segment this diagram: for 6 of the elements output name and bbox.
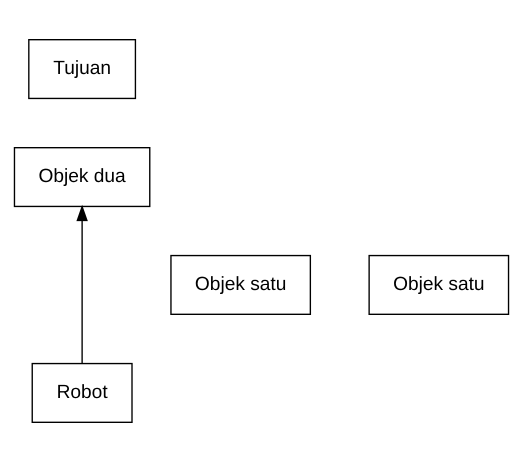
node-box: Robot: [31, 362, 132, 423]
node-box: Objek dua: [13, 146, 150, 207]
arrow: [76, 204, 88, 363]
node-box: Tujuan: [28, 38, 136, 99]
node-box: Objek satu: [170, 254, 311, 315]
node-box: Objek satu: [368, 254, 509, 315]
